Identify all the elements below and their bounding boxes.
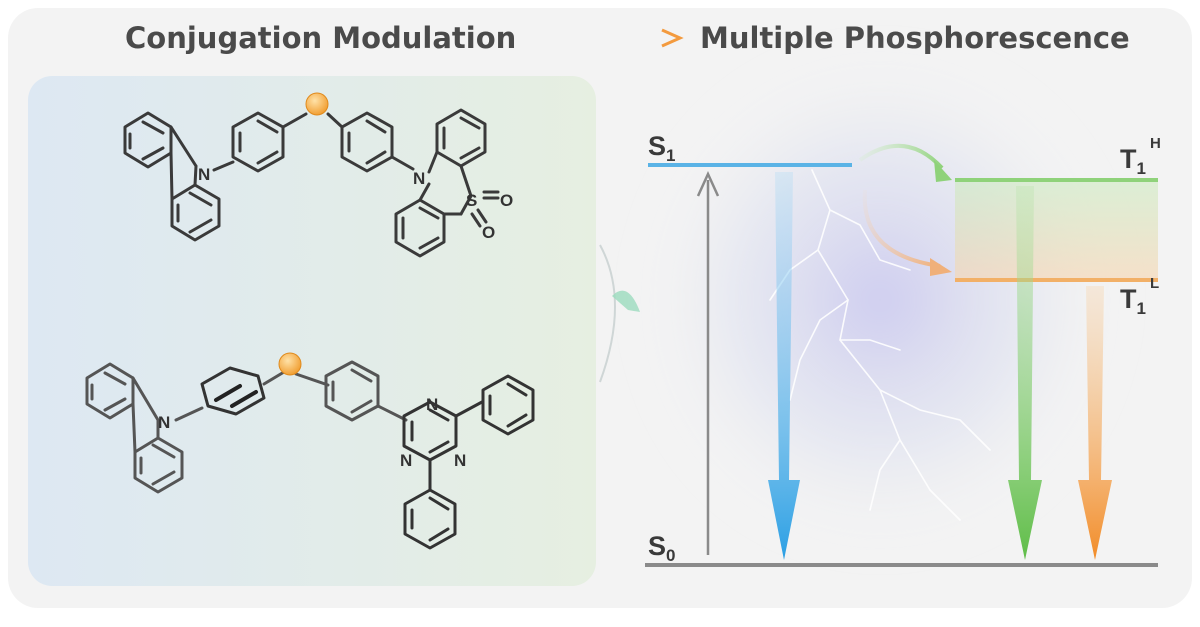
t1l-label-sub: 1 — [1137, 299, 1146, 318]
s1-label: S1 — [648, 131, 675, 165]
t1l-label-sup: L — [1150, 275, 1159, 292]
molecule-1-atom-n2: N — [413, 169, 425, 188]
s0-label: S0 — [648, 531, 675, 565]
s0-label-sub: 0 — [666, 546, 675, 565]
molecule-1-linker-node — [305, 92, 329, 116]
t1h-label: T1H — [1120, 135, 1161, 178]
title-arrow — [548, 28, 684, 48]
s1-label-main: S — [648, 131, 666, 161]
molecule-1-atom-o2: O — [482, 223, 495, 242]
molecule-1-atom-o1: O — [500, 191, 513, 210]
s0-label-main: S — [648, 531, 666, 561]
molecules-panel — [28, 76, 596, 586]
molecule-2-atom-n-b: N — [400, 451, 412, 470]
fluorescence-arrow — [768, 172, 800, 560]
molecule-1 — [123, 108, 500, 258]
lightning-streaks — [769, 169, 991, 521]
left-title: Conjugation Modulation — [125, 21, 516, 55]
molecule-2-atom-n-c: N — [454, 451, 466, 470]
molecule-2-atom-n-a: N — [426, 395, 438, 414]
phosphorescence-arrow-low — [1078, 286, 1112, 560]
right-title: Multiple Phosphorescence — [700, 21, 1130, 55]
excitation-arrow — [696, 170, 720, 555]
t1h-label-sub: 1 — [1137, 159, 1146, 178]
t1l-label: T1L — [1120, 275, 1159, 318]
molecule-2-linker-node — [278, 352, 302, 376]
panel-connector-arrow — [599, 244, 640, 383]
molecule-1-atom-n1: N — [198, 165, 210, 184]
energy-glow — [640, 50, 1120, 550]
isc-arrowhead-lower — [930, 258, 952, 276]
molecule-2 — [85, 360, 535, 550]
energy-diagram: S1 S0 T1H T1L — [640, 50, 1161, 567]
triplet-band — [955, 180, 1158, 280]
molecule-1-atom-s: S — [466, 191, 477, 210]
phosphorescence-arrow-high — [1008, 186, 1042, 560]
t1h-label-sup: H — [1150, 135, 1161, 152]
isc-arrowhead-upper — [934, 160, 952, 182]
s1-label-sub: 1 — [666, 146, 675, 165]
t1l-label-main: T — [1120, 284, 1137, 314]
t1h-label-main: T — [1120, 144, 1137, 174]
molecule-2-atom-n1: N — [158, 413, 170, 432]
isc-arrow-lower — [862, 189, 941, 268]
